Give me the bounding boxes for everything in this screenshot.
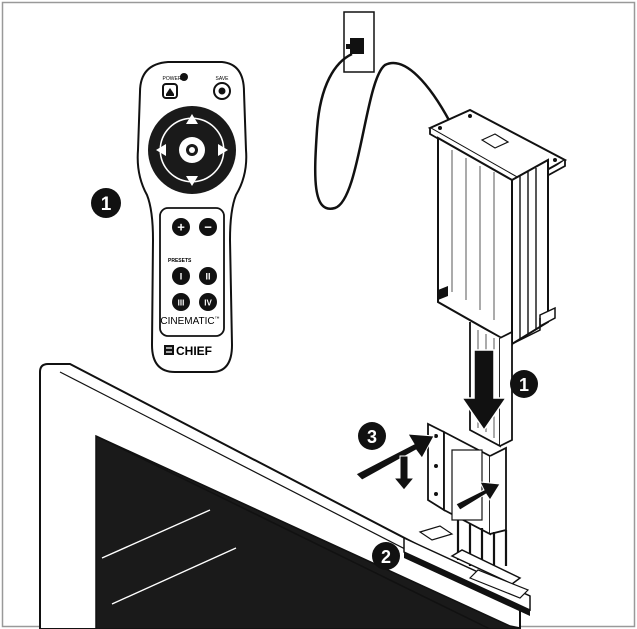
preset-button-2 — [199, 267, 217, 285]
svg-text:IV: IV — [204, 299, 212, 308]
preset-button-1 — [172, 267, 190, 285]
power-label: POWER — [163, 76, 182, 82]
presets-label: PRESETS — [168, 258, 192, 264]
arrow-down-small-icon — [392, 455, 416, 491]
wall-outlet — [343, 11, 375, 73]
arrow-right-icon — [218, 144, 228, 156]
step-badge-remote: 1 — [91, 188, 121, 218]
save-label: SAVE — [216, 76, 230, 82]
down-arrow-icon — [460, 349, 508, 432]
step-badge-attach: 3 — [358, 422, 386, 450]
attach-arrows — [355, 433, 501, 511]
slide-rail — [403, 525, 531, 616]
svg-text:II: II — [205, 272, 210, 282]
plus-button — [172, 218, 190, 236]
svg-text:III: III — [178, 299, 185, 308]
chief-logo-icon — [164, 345, 174, 355]
remote-control: POWER SAVE + − PRESETS I II III IV CINEM… — [136, 61, 248, 373]
svg-text:I: I — [180, 272, 183, 282]
power-cable — [314, 52, 452, 211]
svg-text:1: 1 — [101, 194, 112, 215]
minus-button — [199, 218, 217, 236]
screen-reflection — [101, 509, 237, 605]
preset-button-3 — [172, 293, 190, 311]
brand-name: CHIEF — [176, 344, 212, 358]
arrow-left-icon — [156, 144, 166, 156]
plus-icon: + — [177, 220, 185, 235]
power-plug — [350, 38, 364, 54]
preset-button-4 — [199, 293, 217, 311]
mounting-bracket — [427, 422, 522, 585]
svg-text:3: 3 — [367, 427, 377, 447]
svg-text:1: 1 — [519, 375, 529, 395]
step-badge-lift: 1 — [510, 370, 538, 398]
minus-icon: − — [204, 220, 212, 235]
power-led-icon — [180, 73, 188, 81]
svg-text:2: 2 — [381, 547, 391, 567]
arrow-up-icon — [186, 114, 198, 124]
product-name: CINEMATIC™ — [160, 316, 219, 327]
home-icon — [166, 88, 174, 96]
step-badge-bracket: 2 — [372, 542, 400, 570]
arrow-down-icon — [186, 176, 198, 186]
